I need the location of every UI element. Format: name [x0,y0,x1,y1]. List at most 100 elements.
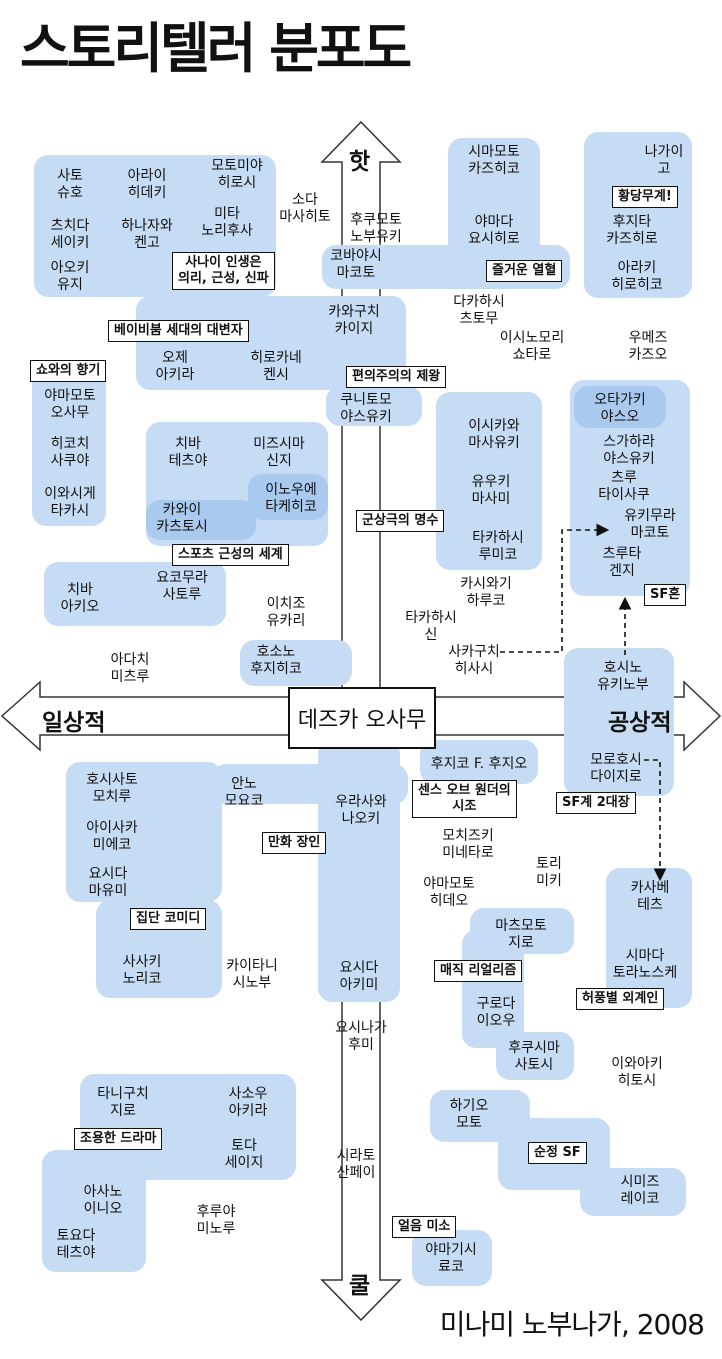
group-label: 매직 리얼리즘 [434,960,523,982]
group-region [574,386,666,428]
group-label: 집단 코미디 [130,908,207,930]
group-region [584,132,692,298]
group-region [146,500,256,540]
group-region [420,740,538,784]
group-region [606,868,692,1008]
group-label: 군상극의 명수 [356,510,445,532]
group-region [42,1150,146,1272]
page-title: 스토리텔러 분포도 [20,17,412,80]
group-region [248,474,328,520]
group-region [580,1168,686,1216]
group-label: SF계 2대장 [556,792,636,814]
group-label: 순정 SF [528,1142,587,1164]
group-region [318,740,400,1002]
group-region [326,386,422,426]
axis-label-hot: 핫 [349,149,371,175]
group-label: 허풍별 외계인 [576,988,665,1010]
group-label: 베이비붐 세대의 대변자 [108,320,249,342]
group-label: 조용한 드라마 [74,1128,163,1150]
axis-label-fantasy: 공상적 [608,710,672,736]
group-region [32,370,106,526]
group-label: 만화 장인 [262,832,327,854]
group-label: 황당무계! [612,186,678,208]
group-region [462,930,524,1048]
group-label: 즐거운 열혈 [486,260,563,282]
group-label: 얼음 미소 [392,1216,457,1238]
connector-arrow [500,523,610,653]
group-region [240,640,352,686]
group-region [436,392,542,570]
group-region [496,1032,574,1080]
author-credit: 미나미 노부나가, 2008 [439,1308,705,1341]
author-name: 후지코 F. 후지오 [430,756,528,772]
group-label: 쇼와의 향기 [30,360,107,382]
group-label: 편의주의의 제왕 [346,366,447,388]
group-region [44,562,226,626]
axis-label-cool: 쿨 [349,1273,371,1299]
